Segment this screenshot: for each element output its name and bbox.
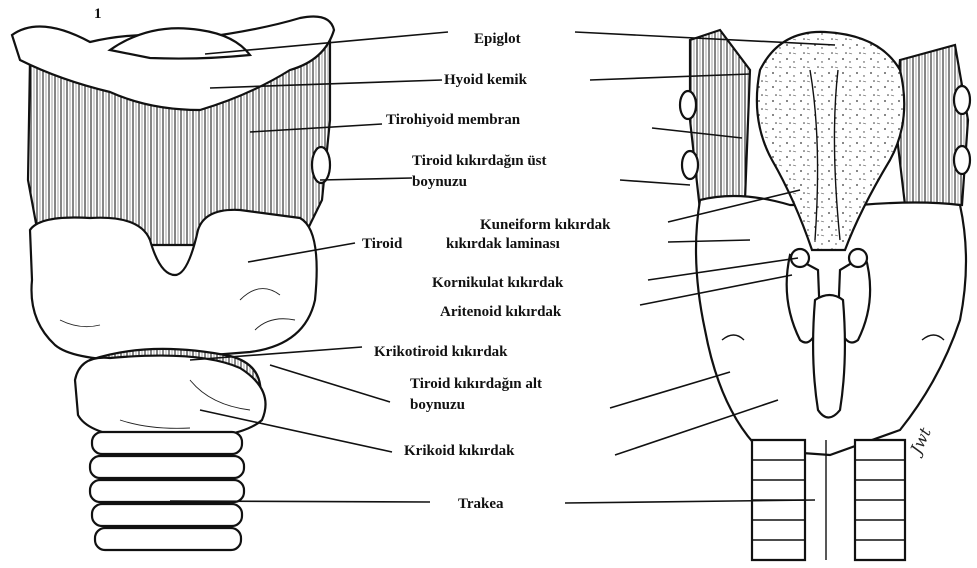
label-epiglot: Epiglot (474, 31, 521, 47)
label-krikoid: Krikoid kıkırdak (404, 443, 515, 459)
label-tiroid-alt-1: Tiroid kıkırdağın alt (410, 376, 542, 392)
artist-signature: Jwt (905, 424, 935, 459)
label-lamina: kıkırdak laminası (446, 236, 560, 252)
label-tiroid-alt-2: boynuzu (410, 397, 465, 413)
label-tiroid-ust-1: Tiroid kıkırdağın üst (412, 153, 547, 169)
cricoid-cartilage-drawing (75, 356, 266, 440)
label-hyoid-kemik: Hyoid kemik (444, 72, 528, 88)
label-kornikulat: Kornikulat kıkırdak (432, 275, 564, 291)
label-trakea: Trakea (458, 496, 504, 512)
label-tirohiyoid: Tirohiyoid membran (386, 112, 521, 128)
labels: Epiglot Hyoid kemik Tirohiyoid membran T… (362, 31, 611, 512)
label-krikotiroid: Krikotiroid kıkırdak (374, 344, 508, 360)
larynx-anterior-view (12, 17, 334, 551)
label-aritenoid: Aritenoid kıkırdak (440, 304, 562, 320)
label-tiroid-ust-2: boynuzu (412, 174, 467, 190)
figure-marker: 1 (94, 6, 102, 22)
label-kuneiform: Kuneiform kıkırdak (480, 217, 611, 233)
label-tiroid: Tiroid (362, 236, 403, 252)
trachea-rings-anterior (90, 432, 244, 550)
cricoid-posterior-drawing (813, 295, 845, 418)
larynx-posterior-view: Jwt (680, 30, 970, 560)
